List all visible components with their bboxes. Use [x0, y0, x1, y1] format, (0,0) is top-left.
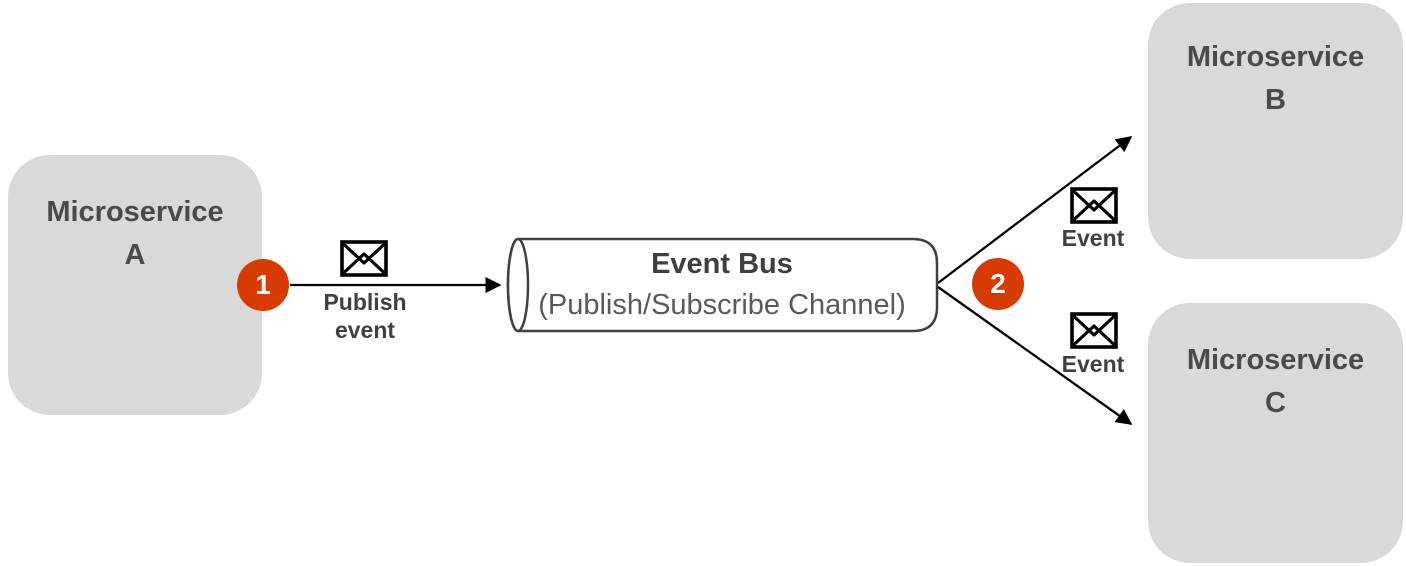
- edge-event-to-c-arrow: [937, 286, 1133, 425]
- publish-event-label: Publish event: [323, 289, 407, 343]
- microservice-a-box: Microservice A: [8, 155, 262, 415]
- cylinder-left-cap: [506, 237, 530, 333]
- event-bus-subtitle: (Publish/Subscribe Channel): [538, 289, 906, 321]
- envelope-icon-publish: [340, 240, 388, 277]
- envelope-icon-event-b: [1070, 187, 1118, 224]
- microservice-c-box: Microservice C: [1148, 303, 1403, 563]
- event-to-b-label: Event: [1061, 225, 1125, 251]
- microservice-a-label: Microservice A: [46, 196, 224, 271]
- step-2-badge: 2: [972, 258, 1024, 310]
- event-bus-label: Event Bus (Publish/Subscribe Channel): [512, 244, 932, 326]
- step-1-badge: 1: [237, 259, 289, 311]
- event-bus-title: Event Bus: [651, 248, 793, 280]
- envelope-icon-event-c: [1070, 312, 1118, 349]
- event-to-c-label: Event: [1061, 351, 1125, 377]
- microservice-b-label: Microservice B: [1186, 41, 1365, 116]
- edge-event-to-b-arrow: [937, 136, 1133, 284]
- event-bus-cylinder: [506, 237, 939, 333]
- microservice-b-box: Microservice B: [1148, 3, 1403, 259]
- microservice-c-label: Microservice C: [1186, 344, 1365, 419]
